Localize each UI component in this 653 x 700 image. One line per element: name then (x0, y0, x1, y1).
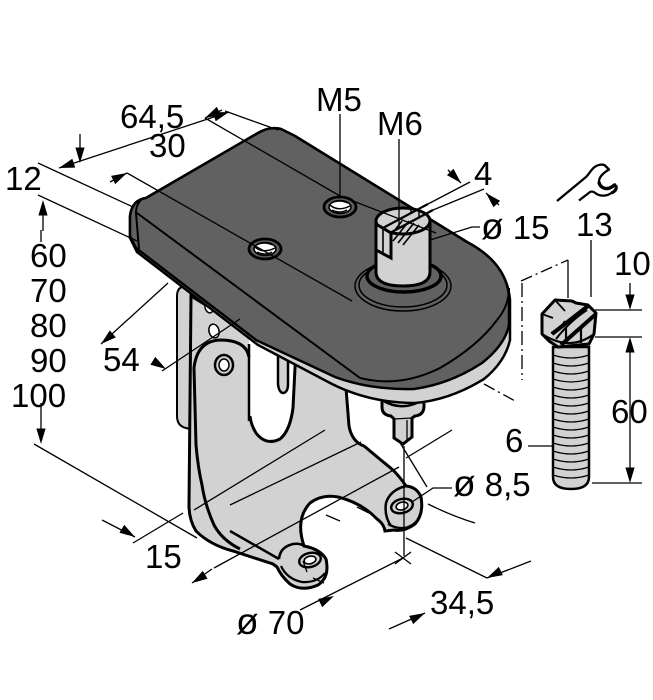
svg-text:13: 13 (576, 206, 613, 243)
svg-text:80: 80 (30, 307, 67, 344)
svg-text:6: 6 (505, 422, 523, 459)
svg-text:60: 60 (30, 237, 67, 274)
svg-text:34,5: 34,5 (430, 584, 494, 621)
svg-text:54: 54 (103, 341, 140, 378)
svg-text:4: 4 (474, 155, 492, 192)
svg-text:64,5: 64,5 (120, 98, 184, 135)
svg-text:M5: M5 (316, 81, 362, 118)
svg-text:ø 70: ø 70 (236, 601, 304, 642)
svg-text:M6: M6 (377, 105, 423, 142)
svg-text:ø 8,5: ø 8,5 (453, 463, 531, 504)
svg-text:100: 100 (11, 377, 66, 414)
svg-text:12: 12 (5, 160, 42, 197)
svg-text:90: 90 (30, 342, 67, 379)
svg-text:10: 10 (614, 245, 651, 282)
svg-text:30: 30 (149, 127, 186, 164)
svg-text:70: 70 (30, 272, 67, 309)
svg-text:ø 15: ø 15 (481, 206, 549, 247)
svg-text:15: 15 (145, 538, 182, 575)
svg-text:60: 60 (611, 393, 648, 430)
